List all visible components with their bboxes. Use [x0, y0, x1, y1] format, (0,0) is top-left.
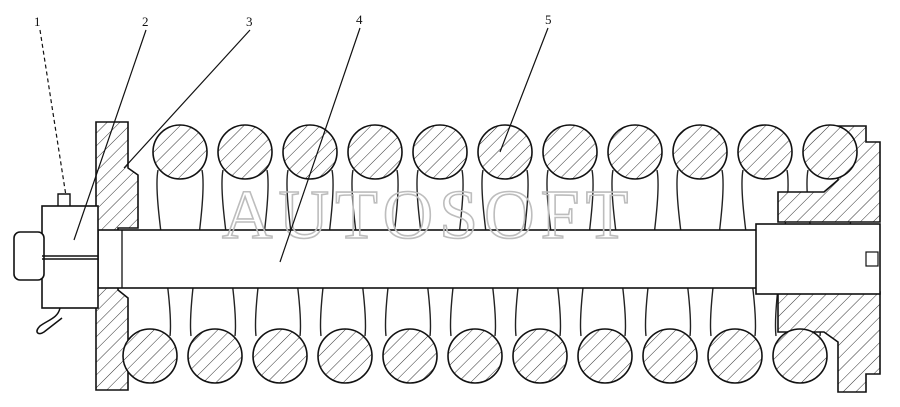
- spring-coil-section: [707, 328, 763, 384]
- spring-coil-section: [217, 124, 273, 180]
- spring-coil-section: [607, 124, 663, 180]
- spring-coil-section: [252, 328, 308, 384]
- watermark-text: AUTOSOFT: [222, 177, 634, 254]
- spring-coil-section: [347, 124, 403, 180]
- spring-coil-section: [672, 124, 728, 180]
- spring-coil-section: [152, 124, 208, 180]
- spring-coil-section: [122, 328, 178, 384]
- spring-coil-section: [737, 124, 793, 180]
- callout-label-5: 5: [545, 12, 552, 27]
- leader-1: [39, 29, 67, 197]
- spring-coil-section: [512, 328, 568, 384]
- cotter-pin: [36, 307, 63, 335]
- spring-coil-section: [542, 124, 598, 180]
- spring-coil-section: [477, 124, 533, 180]
- callout-leaders: [39, 27, 549, 263]
- spring-coil-section: [412, 124, 468, 180]
- leader-5: [499, 27, 549, 153]
- spring-coil-section: [282, 124, 338, 180]
- spring-coil-section: [382, 328, 438, 384]
- callout-label-4: 4: [356, 12, 363, 27]
- guide-rod: [97, 223, 881, 295]
- leader-3: [123, 29, 251, 169]
- callout-label-1: 1: [34, 14, 41, 29]
- leader-2: [73, 29, 147, 241]
- leader-4: [279, 27, 361, 263]
- spring-coil-section: [577, 328, 633, 384]
- spring-coil-section: [802, 124, 858, 180]
- spring-coil-section: [772, 328, 828, 384]
- spring-coil-section: [642, 328, 698, 384]
- spring-coil-sections-top: [152, 124, 858, 180]
- callout-label-3: 3: [246, 14, 253, 29]
- spring-coil-sections-bottom: [122, 328, 828, 384]
- spring-coil-section: [187, 328, 243, 384]
- callout-label-2: 2: [142, 14, 149, 29]
- spring-coil-section: [317, 328, 373, 384]
- end-nut-assembly: [13, 193, 99, 309]
- spring-coil-section: [447, 328, 503, 384]
